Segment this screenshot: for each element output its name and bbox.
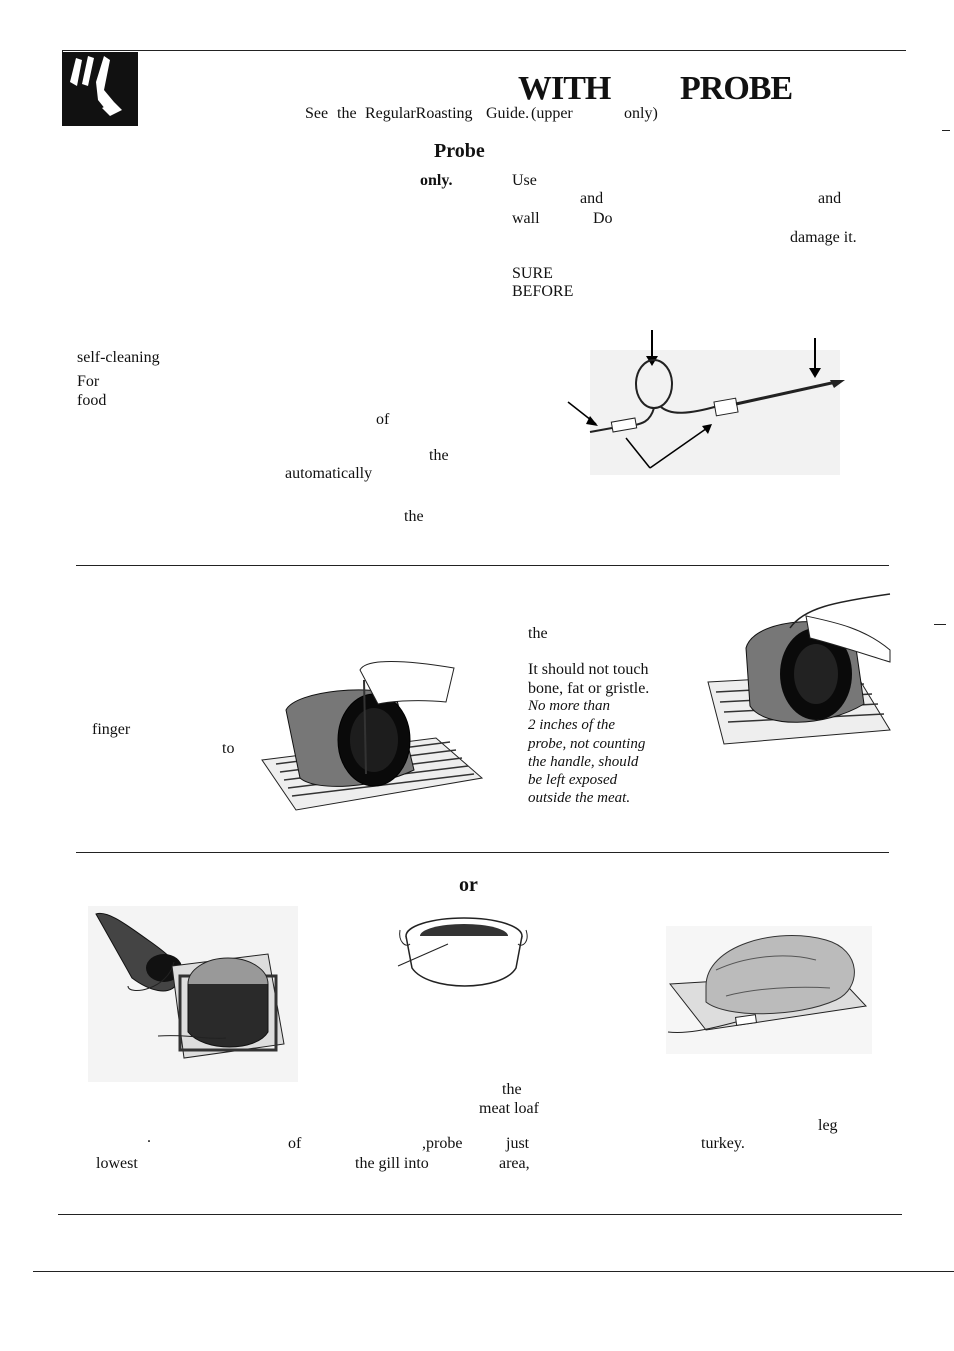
left-of: of [376, 411, 390, 428]
caption-normal-2: bone, fat or gristle. [528, 680, 650, 697]
caption-normal-1: It should not touch [528, 661, 649, 678]
section3-lowest: lowest [96, 1155, 138, 1172]
caption-italic-2: 2 inches of the [528, 717, 616, 733]
section2-to: to [222, 740, 235, 757]
probe-diagram [567, 330, 845, 475]
section2-the: the [528, 625, 548, 642]
meat-loaf-dish-illustration [397, 917, 528, 987]
turkey-illustration [666, 926, 872, 1054]
bottom-rule-1 [58, 1214, 902, 1215]
intro-wall: wall [512, 210, 540, 227]
section3-dot: . [147, 1129, 151, 1146]
section3-just: just [506, 1135, 530, 1152]
left-for: For [77, 373, 100, 390]
section2-finger: finger [92, 721, 131, 738]
intro-damage: damage it. [790, 229, 857, 246]
subtitle-upper: (upper [531, 105, 573, 122]
caption-italic-6: outside the meat. [528, 790, 631, 806]
intro-do: Do [593, 210, 613, 227]
caption-italic-5: be left exposed [528, 772, 618, 788]
intro-before: BEFORE [512, 283, 574, 300]
section3-meat-loaf: meat loaf [479, 1100, 539, 1117]
subtitle-only: only) [624, 105, 658, 122]
section-rule-2 [76, 852, 889, 853]
section3-the: the [502, 1081, 522, 1098]
subtitle-see: See [305, 105, 329, 122]
ham-illustration [88, 906, 298, 1082]
left-the2: the [404, 508, 424, 525]
left-the1: the [429, 447, 449, 464]
left-food: food [77, 392, 107, 409]
margin-dash [942, 130, 950, 131]
caption-italic-1: No more than [528, 698, 610, 714]
section3-of: of [288, 1135, 302, 1152]
title-with: WITH [518, 70, 611, 107]
probe-heading: Probe [434, 140, 485, 162]
title-probe: PROBE [680, 70, 793, 107]
subtitle-guide: RegularRoasting [365, 105, 473, 122]
subtitle-the: the [337, 105, 357, 122]
intro-and1: and [580, 190, 604, 207]
bottom-rule-2 [33, 1271, 954, 1272]
intro-use: Use [512, 172, 537, 189]
margin-dash-2 [934, 624, 946, 625]
intro-sure: SURE [512, 265, 553, 282]
section3-the-gill-into: the gill into [355, 1155, 429, 1172]
caption-italic-3: probe, not counting [528, 736, 646, 752]
intro-only: only. [420, 172, 453, 189]
section-rule-1 [76, 565, 889, 566]
roast-probe-illustration [707, 593, 891, 745]
subtitle-guide2: Guide. [486, 105, 530, 122]
caption-italic-4: the handle, should [528, 754, 639, 770]
roast-insert-illustration [261, 661, 484, 811]
top-rule [62, 50, 906, 51]
section3-turkey: turkey. [701, 1135, 745, 1152]
left-automatically: automatically [285, 465, 373, 482]
section3-area: area, [499, 1155, 530, 1172]
section3-leg: leg [818, 1117, 838, 1134]
left-self-cleaning: self-cleaning [77, 349, 160, 366]
section3-probe: ,probe [422, 1135, 463, 1152]
intro-and2: and [818, 190, 842, 207]
section3-or: or [459, 874, 478, 896]
hand-pointing-icon [62, 52, 138, 126]
